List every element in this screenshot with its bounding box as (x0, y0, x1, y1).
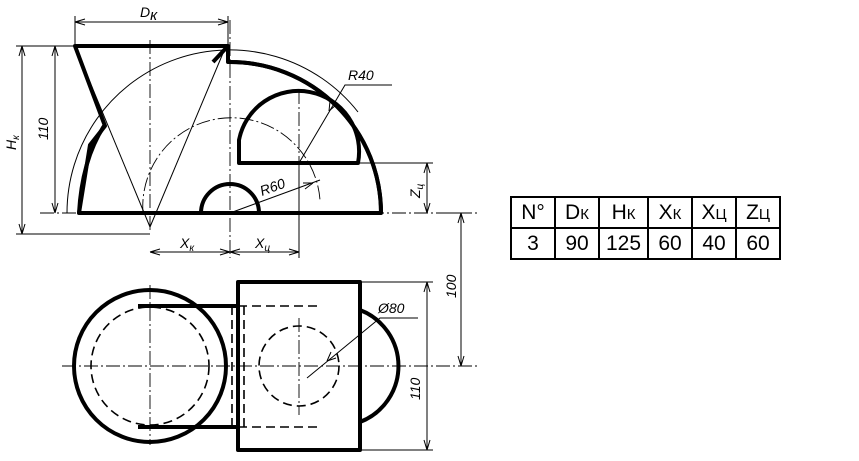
r40-leader (298, 84, 392, 164)
header-cell-n: N° (510, 196, 556, 229)
d80-leader (306, 317, 418, 379)
left-side-curve (77, 124, 106, 214)
d80-arrow (326, 351, 337, 362)
dim-hk-label: Hк (3, 134, 22, 150)
d80-label: Ø80 (377, 300, 405, 316)
value-cell-hk: 125 (597, 227, 650, 260)
header-cell-hk: HК (597, 196, 650, 229)
dim-xc-label: Xц (254, 235, 270, 254)
body-rect (236, 280, 362, 452)
dashdot-arc-r60 (142, 117, 321, 214)
dim-110-top-label: 110 (35, 117, 51, 140)
dim-x-arrows (149, 248, 300, 256)
dim-hk-line (16, 45, 150, 235)
value-cell-dk: 90 (554, 227, 600, 260)
half-cylinder-cutout (237, 88, 362, 165)
r60-arrow (303, 182, 314, 190)
dim-zc-arrows (423, 162, 431, 214)
dim-100-line (440, 212, 467, 366)
header-cell-xk: XК (647, 196, 694, 229)
front-view: Dк Hк 110 R40 R60 Zц Xк Xц 100 (3, 4, 480, 367)
dim-110b-arrows (423, 281, 431, 451)
r40-label: R40 (348, 67, 374, 83)
header-cell-xc: XЦ (691, 196, 738, 229)
dim-zc-line (360, 162, 433, 213)
construction-arc (66, 49, 359, 214)
top-view: Ø80 110 (62, 280, 480, 452)
r60-label: R60 (258, 175, 288, 199)
parameter-table: N° DК HК XК XЦ ZЦ 3 90 125 60 40 60 (510, 196, 782, 260)
dim-zc-label: Zц (407, 183, 426, 199)
dim-110b-line (362, 281, 433, 451)
value-cell-xk: 60 (647, 227, 694, 260)
header-cell-zc: ZЦ (735, 196, 782, 229)
outer-outline (73, 44, 383, 215)
dim-x-line (150, 170, 300, 258)
dim-xk-label: Xк (179, 235, 195, 254)
dim-100-label: 100 (443, 274, 459, 298)
dim-100-arrows (457, 212, 465, 367)
dim-hk-arrows (18, 45, 26, 235)
dim-dk-arrows (74, 18, 229, 26)
header-cell-dk: DК (554, 196, 600, 229)
table-value-row: 3 90 125 60 40 60 (510, 227, 782, 260)
r60-leader (229, 179, 321, 214)
value-cell-zc: 60 (735, 227, 782, 260)
dim-dk-line (74, 16, 229, 44)
dim-110-bottom-label: 110 (407, 377, 423, 400)
r40-arrow (328, 100, 337, 112)
cone-right-edge (211, 44, 230, 64)
construction-line-right (149, 45, 227, 228)
table-header-row: N° DК HК XК XЦ ZЦ (510, 196, 782, 229)
value-cell-n: 3 (510, 227, 556, 260)
dim-dk-label: Dк (140, 4, 158, 24)
dim-110-arrows (51, 45, 59, 214)
value-cell-xc: 40 (691, 227, 738, 260)
